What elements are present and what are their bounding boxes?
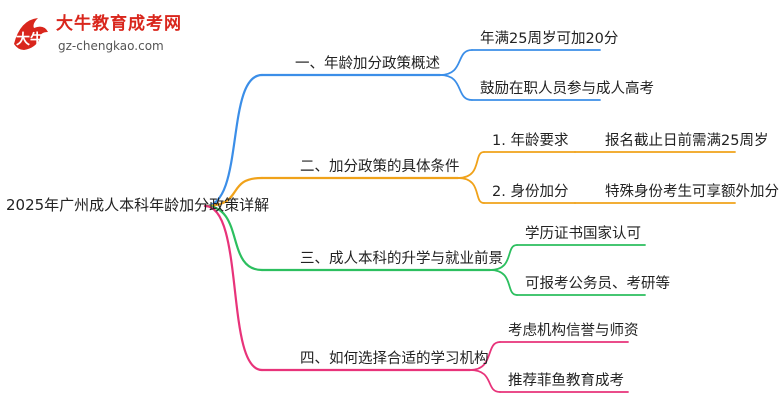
leaf-label: 学历证书国家认可 [525,226,641,242]
logo-badge-text: 大牛 [16,31,44,48]
leaf-detail-label: 报名截止日前需满25周岁 [605,133,769,149]
branch-label: 二、加分政策的具体条件 [300,159,460,175]
leaf-connector [469,369,501,393]
branch-label: 一、年龄加分政策概述 [295,56,440,72]
leaf-connector [457,177,485,204]
branch-connector [203,73,264,208]
brand-logo: 大牛 大牛教育成考网 gz-chengkao.com [6,10,206,58]
branch-connector [203,204,264,372]
leaf-connector [457,151,485,179]
branch-label: 四、如何选择合适的学习机构 [300,351,489,367]
brand-name: 大牛教育成考网 [56,14,182,34]
leaf-label: 2. 身份加分 [492,184,569,200]
mind-map-canvas [203,49,736,393]
leaf-label: 推荐菲鱼教育成考 [508,373,624,389]
leaf-connector [489,244,518,271]
branch-connector [203,176,264,208]
leaf-label: 1. 年龄要求 [492,133,569,149]
root-topic: 2025年广州成人本科年龄加分政策详解 [6,196,270,214]
bull-logo-icon: 大牛 [14,18,48,50]
leaf-label: 年满25周岁可加20分 [480,31,619,47]
branch-label: 三、成人本科的升学与就业前景 [300,251,503,267]
leaf-detail-label: 特殊身份考生可享额外加分 [605,184,779,200]
leaf-label: 考虑机构信誉与师资 [508,323,639,339]
branch-connector [203,204,264,272]
brand-url: gz-chengkao.com [58,39,164,53]
leaf-connector [439,49,473,76]
leaf-label: 鼓励在职人员参与成人高考 [480,81,654,97]
leaf-connector [469,341,501,371]
leaf-connector [439,74,473,101]
leaf-label: 可报考公务员、考研等 [525,276,670,292]
leaf-connector [489,269,518,296]
